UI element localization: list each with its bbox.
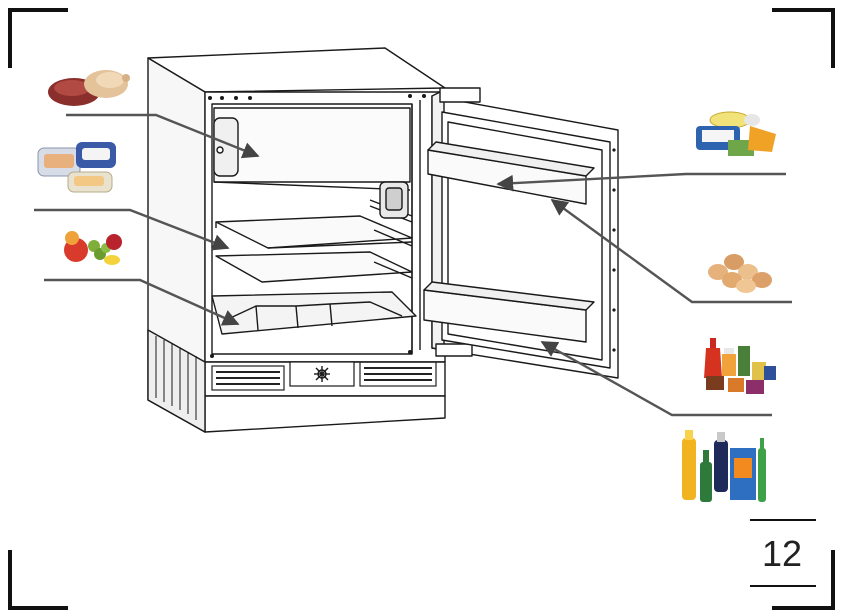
crop-mark-top-left [8,8,68,68]
control-panel [289,361,355,387]
cabinet-base [204,395,446,433]
glass-shelf-lower [215,251,413,283]
glass-shelf-upper [215,215,413,249]
door-hinge-bottom [435,343,473,357]
fruit-vegetables-icon [64,231,122,265]
fridge-cabinet [147,47,446,433]
eggs-icon [708,254,772,293]
jars-bottles-icon [704,338,776,394]
frame-screws [208,94,426,358]
butter-cheese-icon [696,111,776,156]
leader-door-rack-middle [550,199,792,304]
fridge-door [423,87,619,379]
crop-mark-bottom-left [8,550,68,610]
front-vents [211,361,437,391]
meat-poultry-icon [48,70,130,106]
leader-crisper [44,278,240,326]
page-number-rules [750,519,816,587]
crop-mark-top-right [772,8,835,68]
crop-mark-bottom-right [772,550,835,610]
leader-door-rack-upper [496,172,786,192]
crop-marks [8,8,835,610]
side-vent [155,336,197,420]
leader-lines [34,113,792,417]
door-hinge-top [439,87,481,103]
freezer-compartment [213,107,411,183]
leader-freezer [66,113,260,159]
drink-bottles-icon [682,430,766,502]
page-number: 12 [761,533,803,574]
control-knob-icon [314,366,330,382]
leader-door-rack-lower [540,340,772,417]
leader-upper-shelf [34,208,230,251]
packaged-food-icon [37,142,116,193]
